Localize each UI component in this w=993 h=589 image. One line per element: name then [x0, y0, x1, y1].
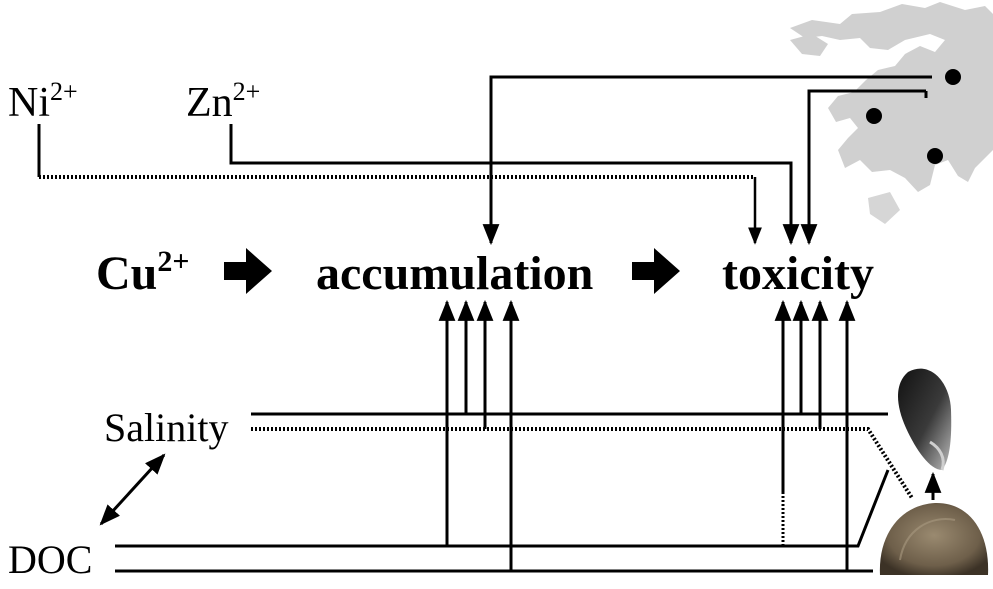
- nickel-ion-label: Ni2+: [8, 77, 78, 126]
- doc-lower-line: [115, 299, 873, 573]
- accumulation-label: accumulation: [316, 247, 594, 300]
- toxicity-label: toxicity: [722, 247, 874, 300]
- salinity-label: Salinity: [104, 405, 229, 450]
- region-connectors: [482, 75, 932, 246]
- salinity-dotted-line: [251, 299, 914, 500]
- site-dot-north: [945, 69, 961, 85]
- site-dot-west: [866, 108, 882, 124]
- salinity-solid-line: [251, 299, 888, 416]
- larva-icon: [879, 502, 989, 575]
- cu-to-accumulation-arrow: [224, 248, 272, 294]
- zn-connector: [229, 124, 800, 246]
- ni-connector: [37, 124, 762, 245]
- salinity-doc-interaction-arrow: [99, 453, 166, 526]
- mussel-icon: [898, 368, 952, 471]
- doc-label: DOC: [8, 537, 93, 582]
- copper-ion-label: Cu2+: [96, 245, 190, 300]
- accumulation-to-toxicity-arrow: [632, 248, 680, 294]
- europe-map-icon: [790, 2, 993, 224]
- doc-upper-line: [115, 299, 890, 548]
- site-dot-south: [927, 148, 943, 164]
- zinc-ion-label: Zn2+: [186, 77, 261, 126]
